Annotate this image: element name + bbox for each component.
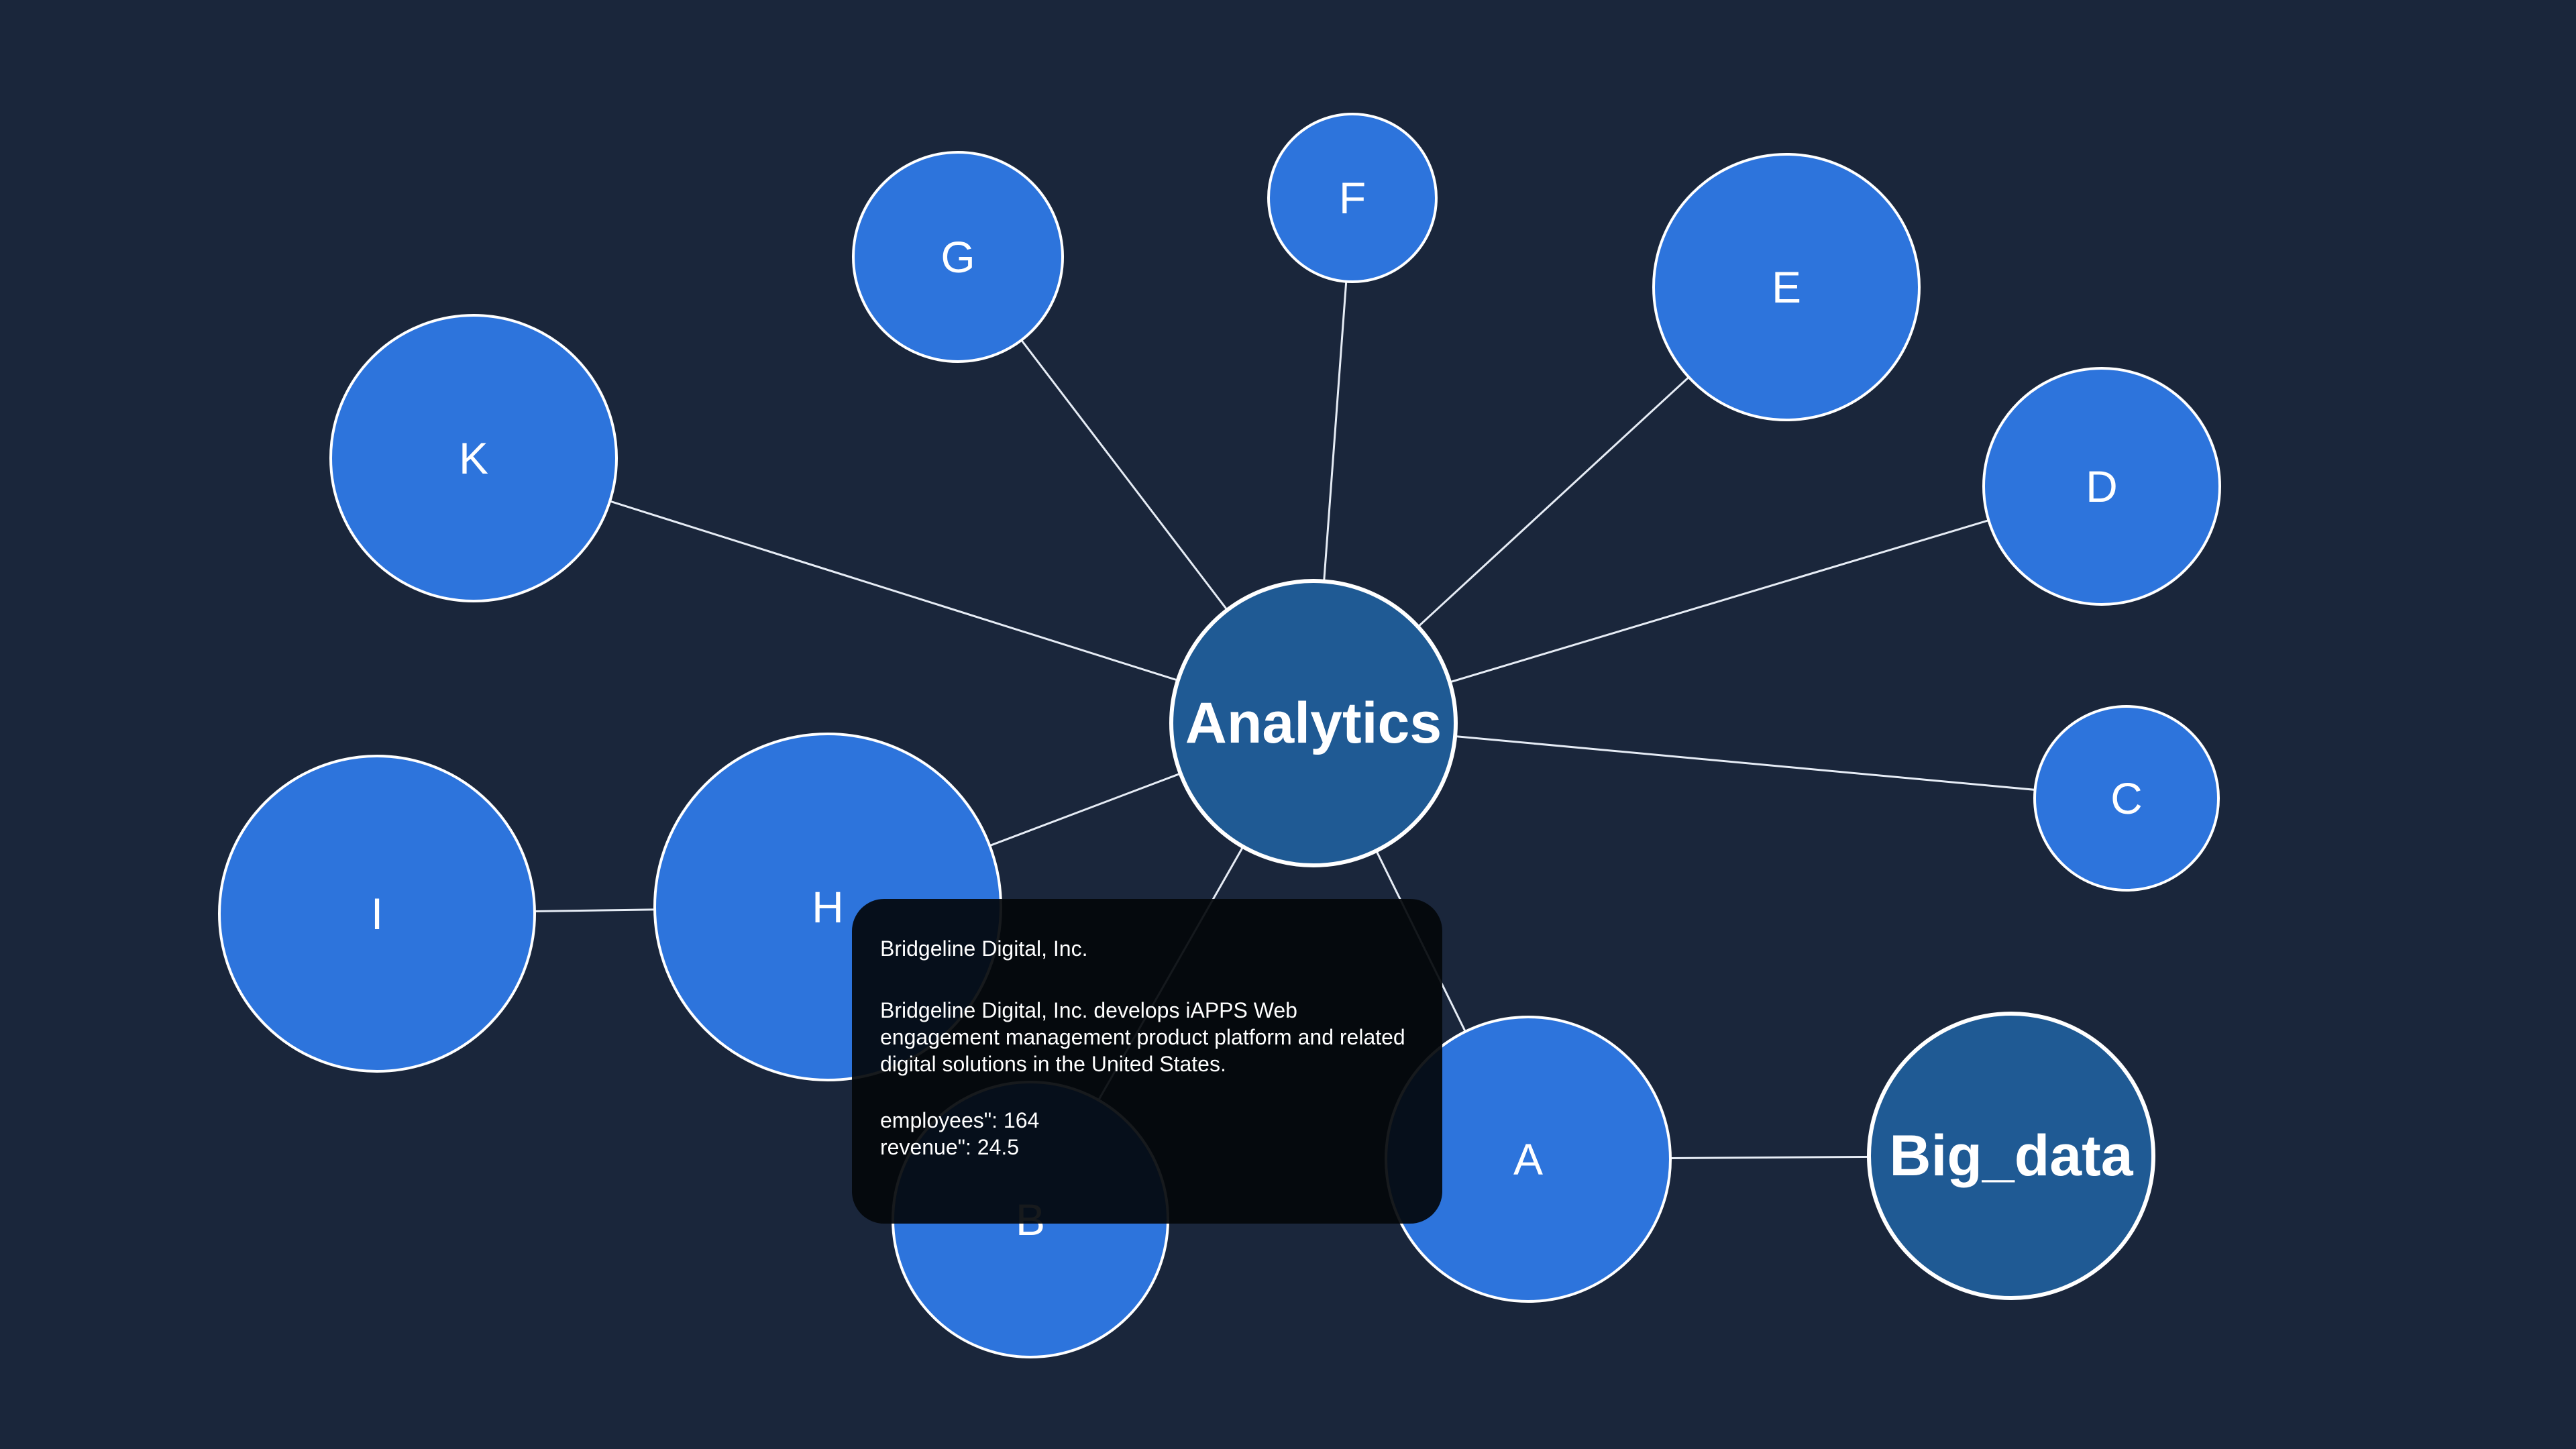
node-i-circle[interactable] xyxy=(218,755,536,1073)
node-analytics[interactable]: Analytics xyxy=(1169,579,1458,867)
node-big-data[interactable]: Big_data xyxy=(1867,1012,2155,1300)
tooltip-title: Bridgeline Digital, Inc. xyxy=(880,936,1088,961)
node-k-circle[interactable] xyxy=(329,314,618,602)
node-f[interactable]: F xyxy=(1267,113,1438,283)
node-f-label: F xyxy=(1339,173,1366,223)
node-d[interactable]: D xyxy=(1982,367,2221,606)
node-tooltip: Bridgeline Digital, Inc. Bridgeline Digi… xyxy=(852,899,1442,1224)
edge-analytics-k xyxy=(473,457,1314,724)
node-e[interactable]: E xyxy=(1652,153,1921,421)
node-big-data-circle[interactable] xyxy=(1867,1012,2155,1300)
tooltip-revenue: revenue": 24.5 xyxy=(880,1135,1020,1159)
node-analytics-label: Analytics xyxy=(1185,691,1442,755)
node-e-circle[interactable] xyxy=(1652,153,1921,421)
node-i-label: I xyxy=(371,889,383,938)
node-d-label: D xyxy=(2086,462,2118,511)
node-c-circle[interactable] xyxy=(2033,705,2220,892)
node-g-circle[interactable] xyxy=(852,151,1064,363)
node-k-label: K xyxy=(459,433,488,483)
node-c-label: C xyxy=(2110,773,2143,823)
node-k[interactable]: K xyxy=(329,314,618,602)
tooltip-employees: employees": 164 xyxy=(880,1108,1040,1132)
node-big-data-label: Big_data xyxy=(1889,1124,2133,1188)
node-e-label: E xyxy=(1772,262,1801,312)
node-g-label: G xyxy=(941,232,975,282)
node-d-circle[interactable] xyxy=(1982,367,2221,606)
node-a-label: A xyxy=(1513,1134,1543,1184)
node-f-circle[interactable] xyxy=(1267,113,1438,283)
node-c[interactable]: C xyxy=(2033,705,2220,892)
node-g[interactable]: G xyxy=(852,151,1064,363)
node-h-label: H xyxy=(812,882,844,932)
node-i[interactable]: I xyxy=(218,755,536,1073)
node-analytics-circle[interactable] xyxy=(1169,579,1458,867)
tooltip-description: Bridgeline Digital, Inc. develops iAPPS … xyxy=(880,998,1405,1076)
